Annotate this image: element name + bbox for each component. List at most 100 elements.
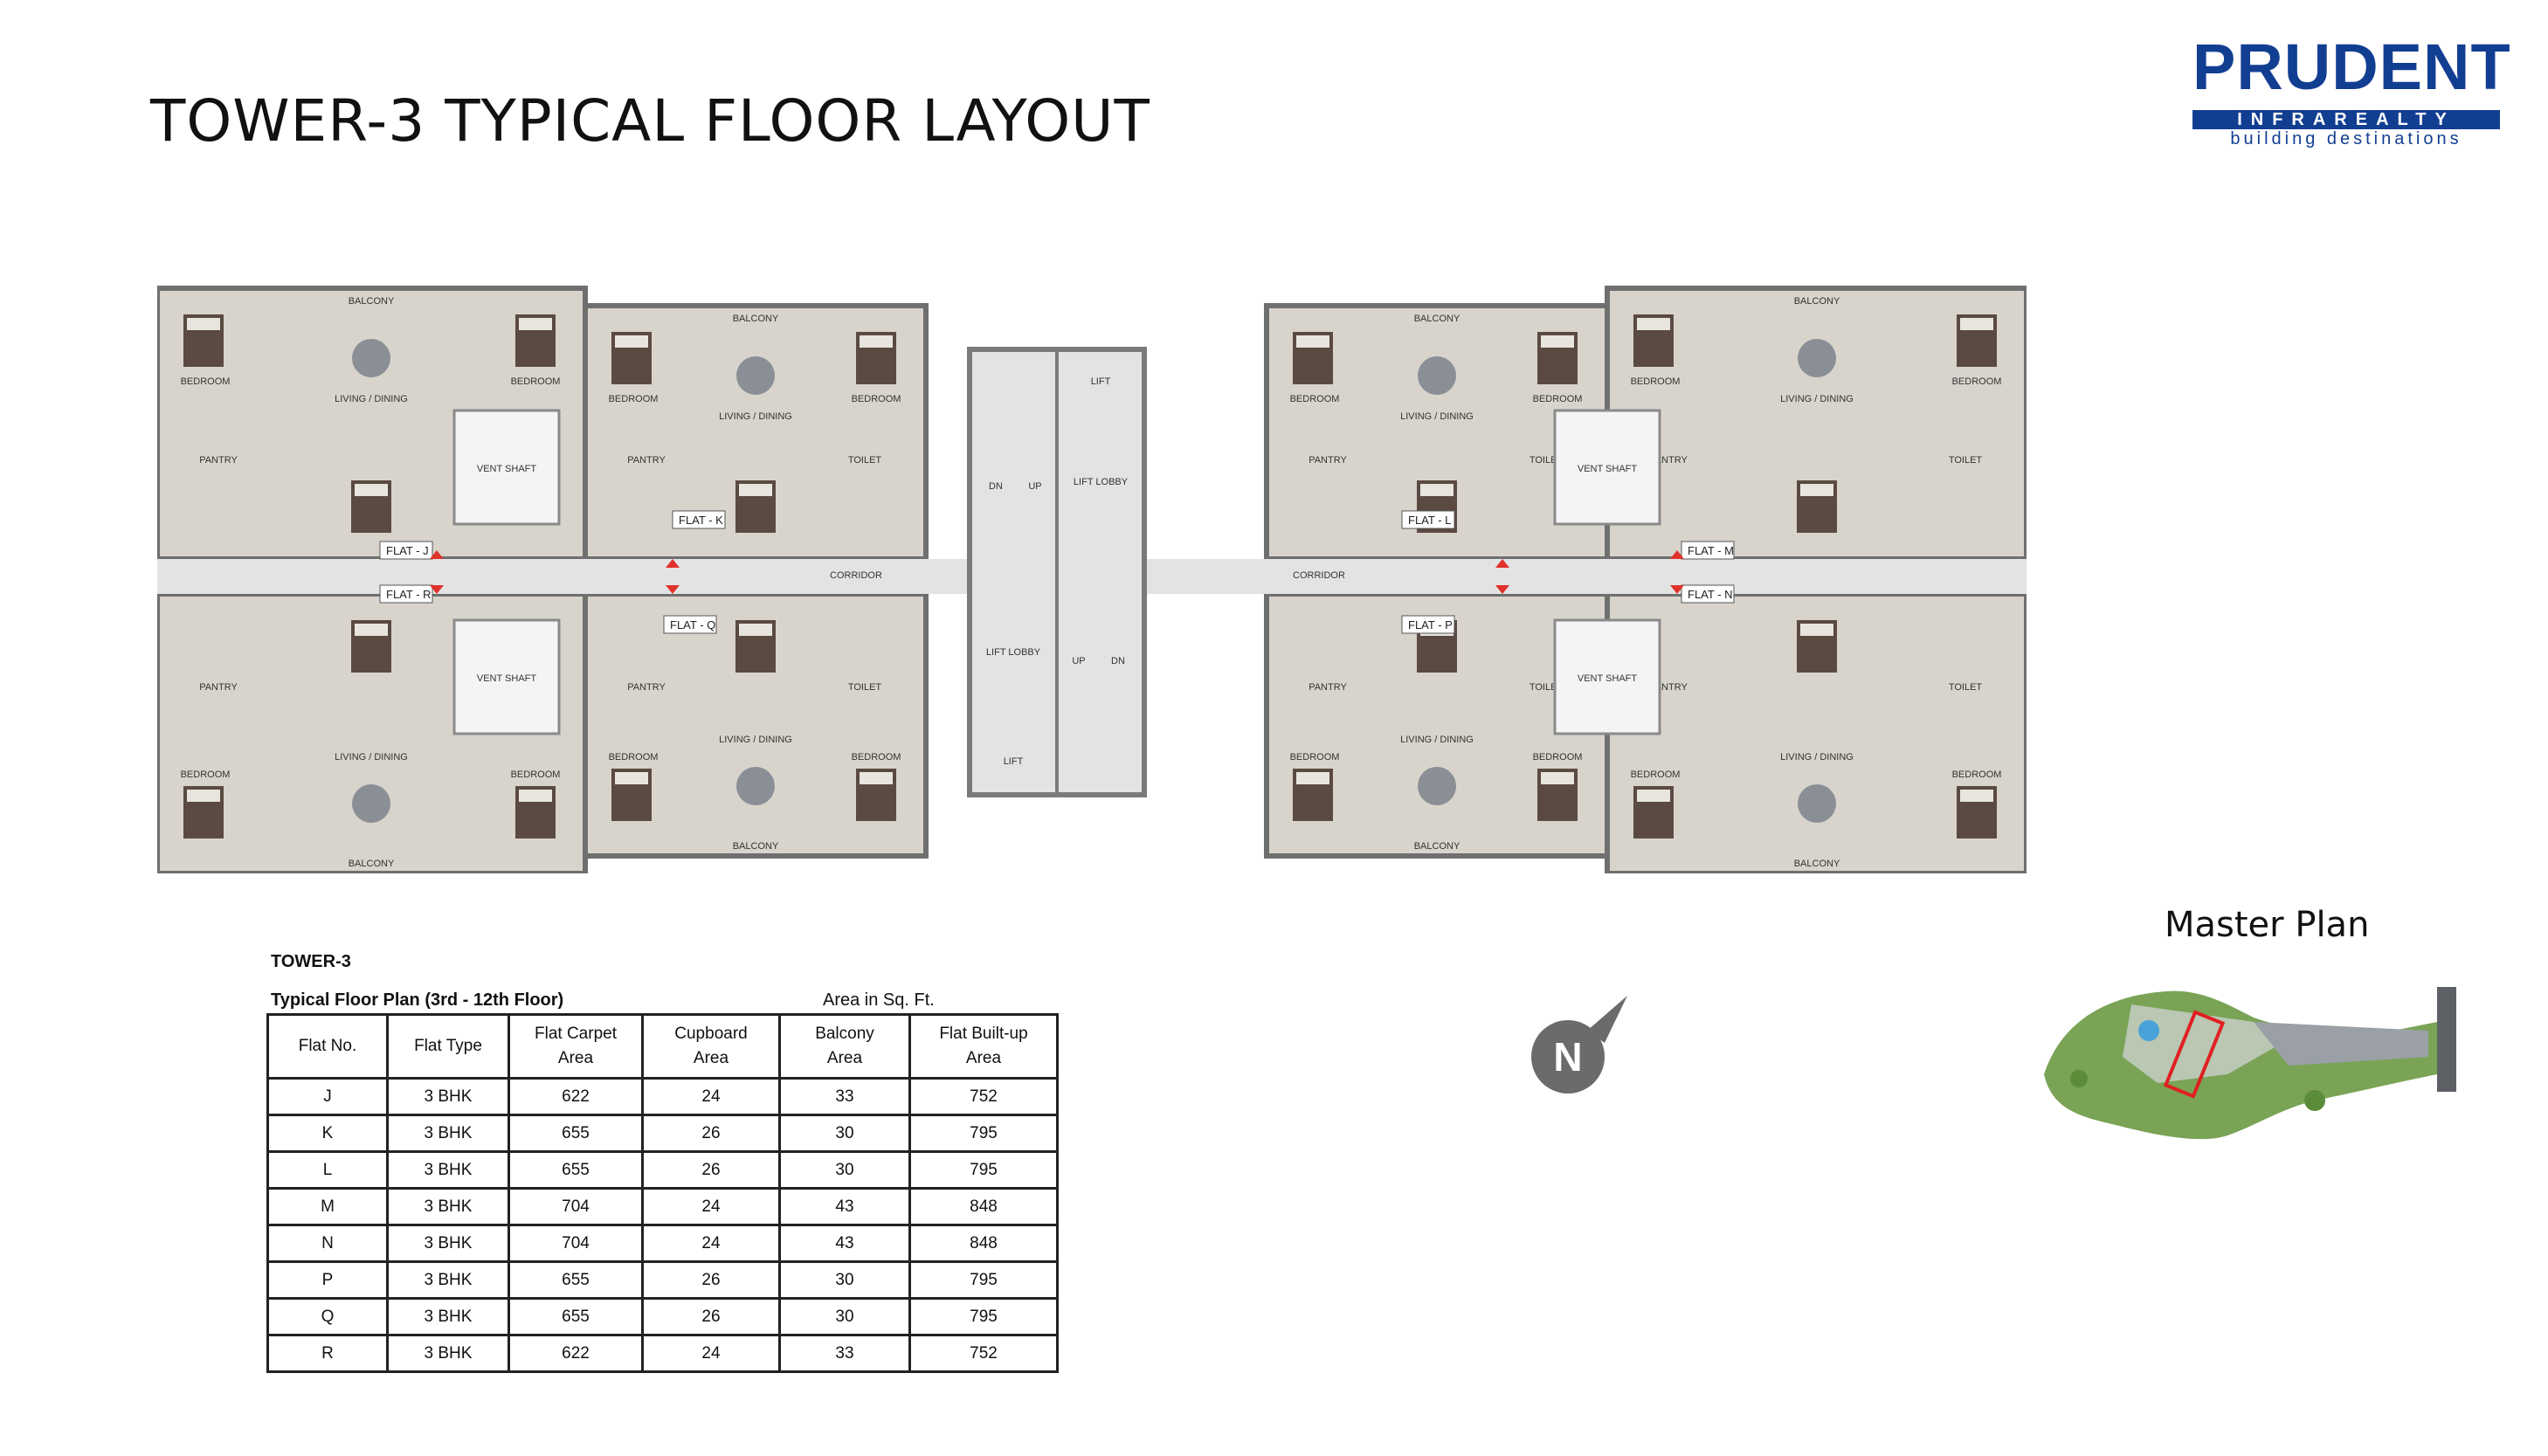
table-header-text: Flat No. xyxy=(298,1037,357,1055)
table-cell: 24 xyxy=(641,1187,781,1226)
room-label-balcony: BALCONY xyxy=(349,859,395,869)
table-cell: 795 xyxy=(908,1114,1059,1153)
table-header-text: Flat Carpet xyxy=(535,1025,617,1043)
vent-shaft-label-tr: VENT SHAFT xyxy=(1578,464,1638,474)
table-header-text: Cupboard xyxy=(674,1025,748,1043)
bed-icon-pillow xyxy=(739,484,772,496)
room-label-bedroom: BEDROOM xyxy=(181,769,231,780)
bed-icon-pillow xyxy=(860,335,893,348)
table-cell: 3 BHK xyxy=(386,1334,510,1373)
table-cell: Q xyxy=(266,1297,389,1336)
bed-icon-pillow xyxy=(1800,484,1833,496)
flat-tag-m: FLAT - M xyxy=(1681,541,1735,560)
logo-tagline: building destinations xyxy=(2230,129,2462,148)
room-label-living: LIVING / DINING xyxy=(1400,411,1474,422)
room-label-balcony: BALCONY xyxy=(1794,296,1840,307)
dining-table-icon xyxy=(1418,767,1456,805)
vent-shaft-br xyxy=(1553,618,1661,735)
bed-icon-pillow xyxy=(519,318,552,330)
entry-marker xyxy=(430,585,444,594)
entry-marker xyxy=(666,559,680,568)
room-label-balcony: BALCONY xyxy=(1414,841,1460,852)
flat-tag-q: FLAT - Q xyxy=(663,615,717,634)
stair-dn-label-top: DN xyxy=(989,481,1003,492)
lift-label-top: LIFT xyxy=(1091,376,1111,387)
prudent-logo: PRUDENT INFRAREALTY building destination… xyxy=(2192,35,2510,148)
svg-text:FLAT - L: FLAT - L xyxy=(1408,514,1451,527)
table-cell: L xyxy=(266,1150,389,1190)
room-label-bedroom: BEDROOM xyxy=(511,376,561,387)
room-label-pantry: PANTRY xyxy=(1309,682,1347,693)
table-cell: 3 BHK xyxy=(386,1224,510,1263)
corridor-label-left: CORRIDOR xyxy=(830,570,882,581)
table-cell: 3 BHK xyxy=(386,1260,510,1300)
table-header-text: Area xyxy=(965,1049,1002,1067)
table-cell: N xyxy=(266,1224,389,1263)
table-cell: 30 xyxy=(778,1260,911,1300)
vent-shaft-tr xyxy=(1553,409,1661,526)
table-cell: 24 xyxy=(641,1077,781,1116)
svg-text:FLAT - M: FLAT - M xyxy=(1688,544,1734,557)
room-label-toilet: TOILET xyxy=(848,682,882,693)
table-cell: 43 xyxy=(778,1224,911,1263)
bed-icon-pillow xyxy=(739,624,772,636)
lift-lobby-label-bottom: LIFT LOBBY xyxy=(986,647,1041,658)
dining-table-icon xyxy=(352,784,390,823)
site-tree-1 xyxy=(2070,1070,2088,1087)
table-cell: 655 xyxy=(508,1297,644,1336)
table-header-text: Area xyxy=(557,1049,594,1067)
table-cell: 3 BHK xyxy=(386,1077,510,1116)
room-label-living: LIVING / DINING xyxy=(1400,735,1474,745)
table-cell: 3 BHK xyxy=(386,1150,510,1190)
bed-icon-pillow xyxy=(519,790,552,802)
room-label-bedroom: BEDROOM xyxy=(1952,769,2002,780)
lift-label-bottom: LIFT xyxy=(1004,756,1024,767)
svg-text:FLAT - Q: FLAT - Q xyxy=(670,618,715,631)
vent-shaft-label-bl: VENT SHAFT xyxy=(477,673,537,684)
bed-icon-pillow xyxy=(187,790,220,802)
table-cell: 26 xyxy=(641,1260,781,1300)
flat-tag-k: FLAT - K xyxy=(672,510,726,529)
entry-marker xyxy=(430,550,444,559)
table-header-0: Flat No. xyxy=(266,1013,389,1080)
bed-icon-pillow xyxy=(1541,335,1574,348)
flat-tag-j: FLAT - J xyxy=(379,541,433,560)
bed-icon-pillow xyxy=(1637,790,1670,802)
entry-marker xyxy=(1495,585,1509,594)
table-cell: 30 xyxy=(778,1297,911,1336)
svg-text:FLAT - R: FLAT - R xyxy=(386,588,432,601)
room-label-balcony: BALCONY xyxy=(1794,859,1840,869)
master-plan-title: Master Plan xyxy=(2165,905,2370,945)
room-label-living: LIVING / DINING xyxy=(719,735,792,745)
dining-table-icon xyxy=(736,356,775,395)
table-title: Typical Floor Plan (3rd - 12th Floor) xyxy=(271,990,564,1010)
room-label-living: LIVING / DINING xyxy=(719,411,792,422)
site-tree-2 xyxy=(2304,1090,2325,1111)
bed-icon-pillow xyxy=(187,318,220,330)
table-cell: P xyxy=(266,1260,389,1300)
table-header-text: Flat Built-up xyxy=(939,1025,1028,1043)
table-cell: 3 BHK xyxy=(386,1114,510,1153)
table-cell: 26 xyxy=(641,1150,781,1190)
room-label-living: LIVING / DINING xyxy=(1780,752,1854,763)
table-cell: 30 xyxy=(778,1114,911,1153)
table-header-1: Flat Type xyxy=(386,1013,510,1080)
bed-icon-pillow xyxy=(1420,484,1454,496)
table-cell: 24 xyxy=(641,1334,781,1373)
site-pool xyxy=(2138,1020,2159,1041)
room-label-bedroom: BEDROOM xyxy=(609,752,659,763)
compass-disc xyxy=(1531,1020,1605,1094)
tower-3-highlight xyxy=(2163,1010,2226,1099)
table-cell: 795 xyxy=(908,1150,1059,1190)
svg-text:FLAT - P: FLAT - P xyxy=(1408,618,1453,631)
table-cell: 655 xyxy=(508,1260,644,1300)
master-plan-map xyxy=(2044,987,2456,1140)
